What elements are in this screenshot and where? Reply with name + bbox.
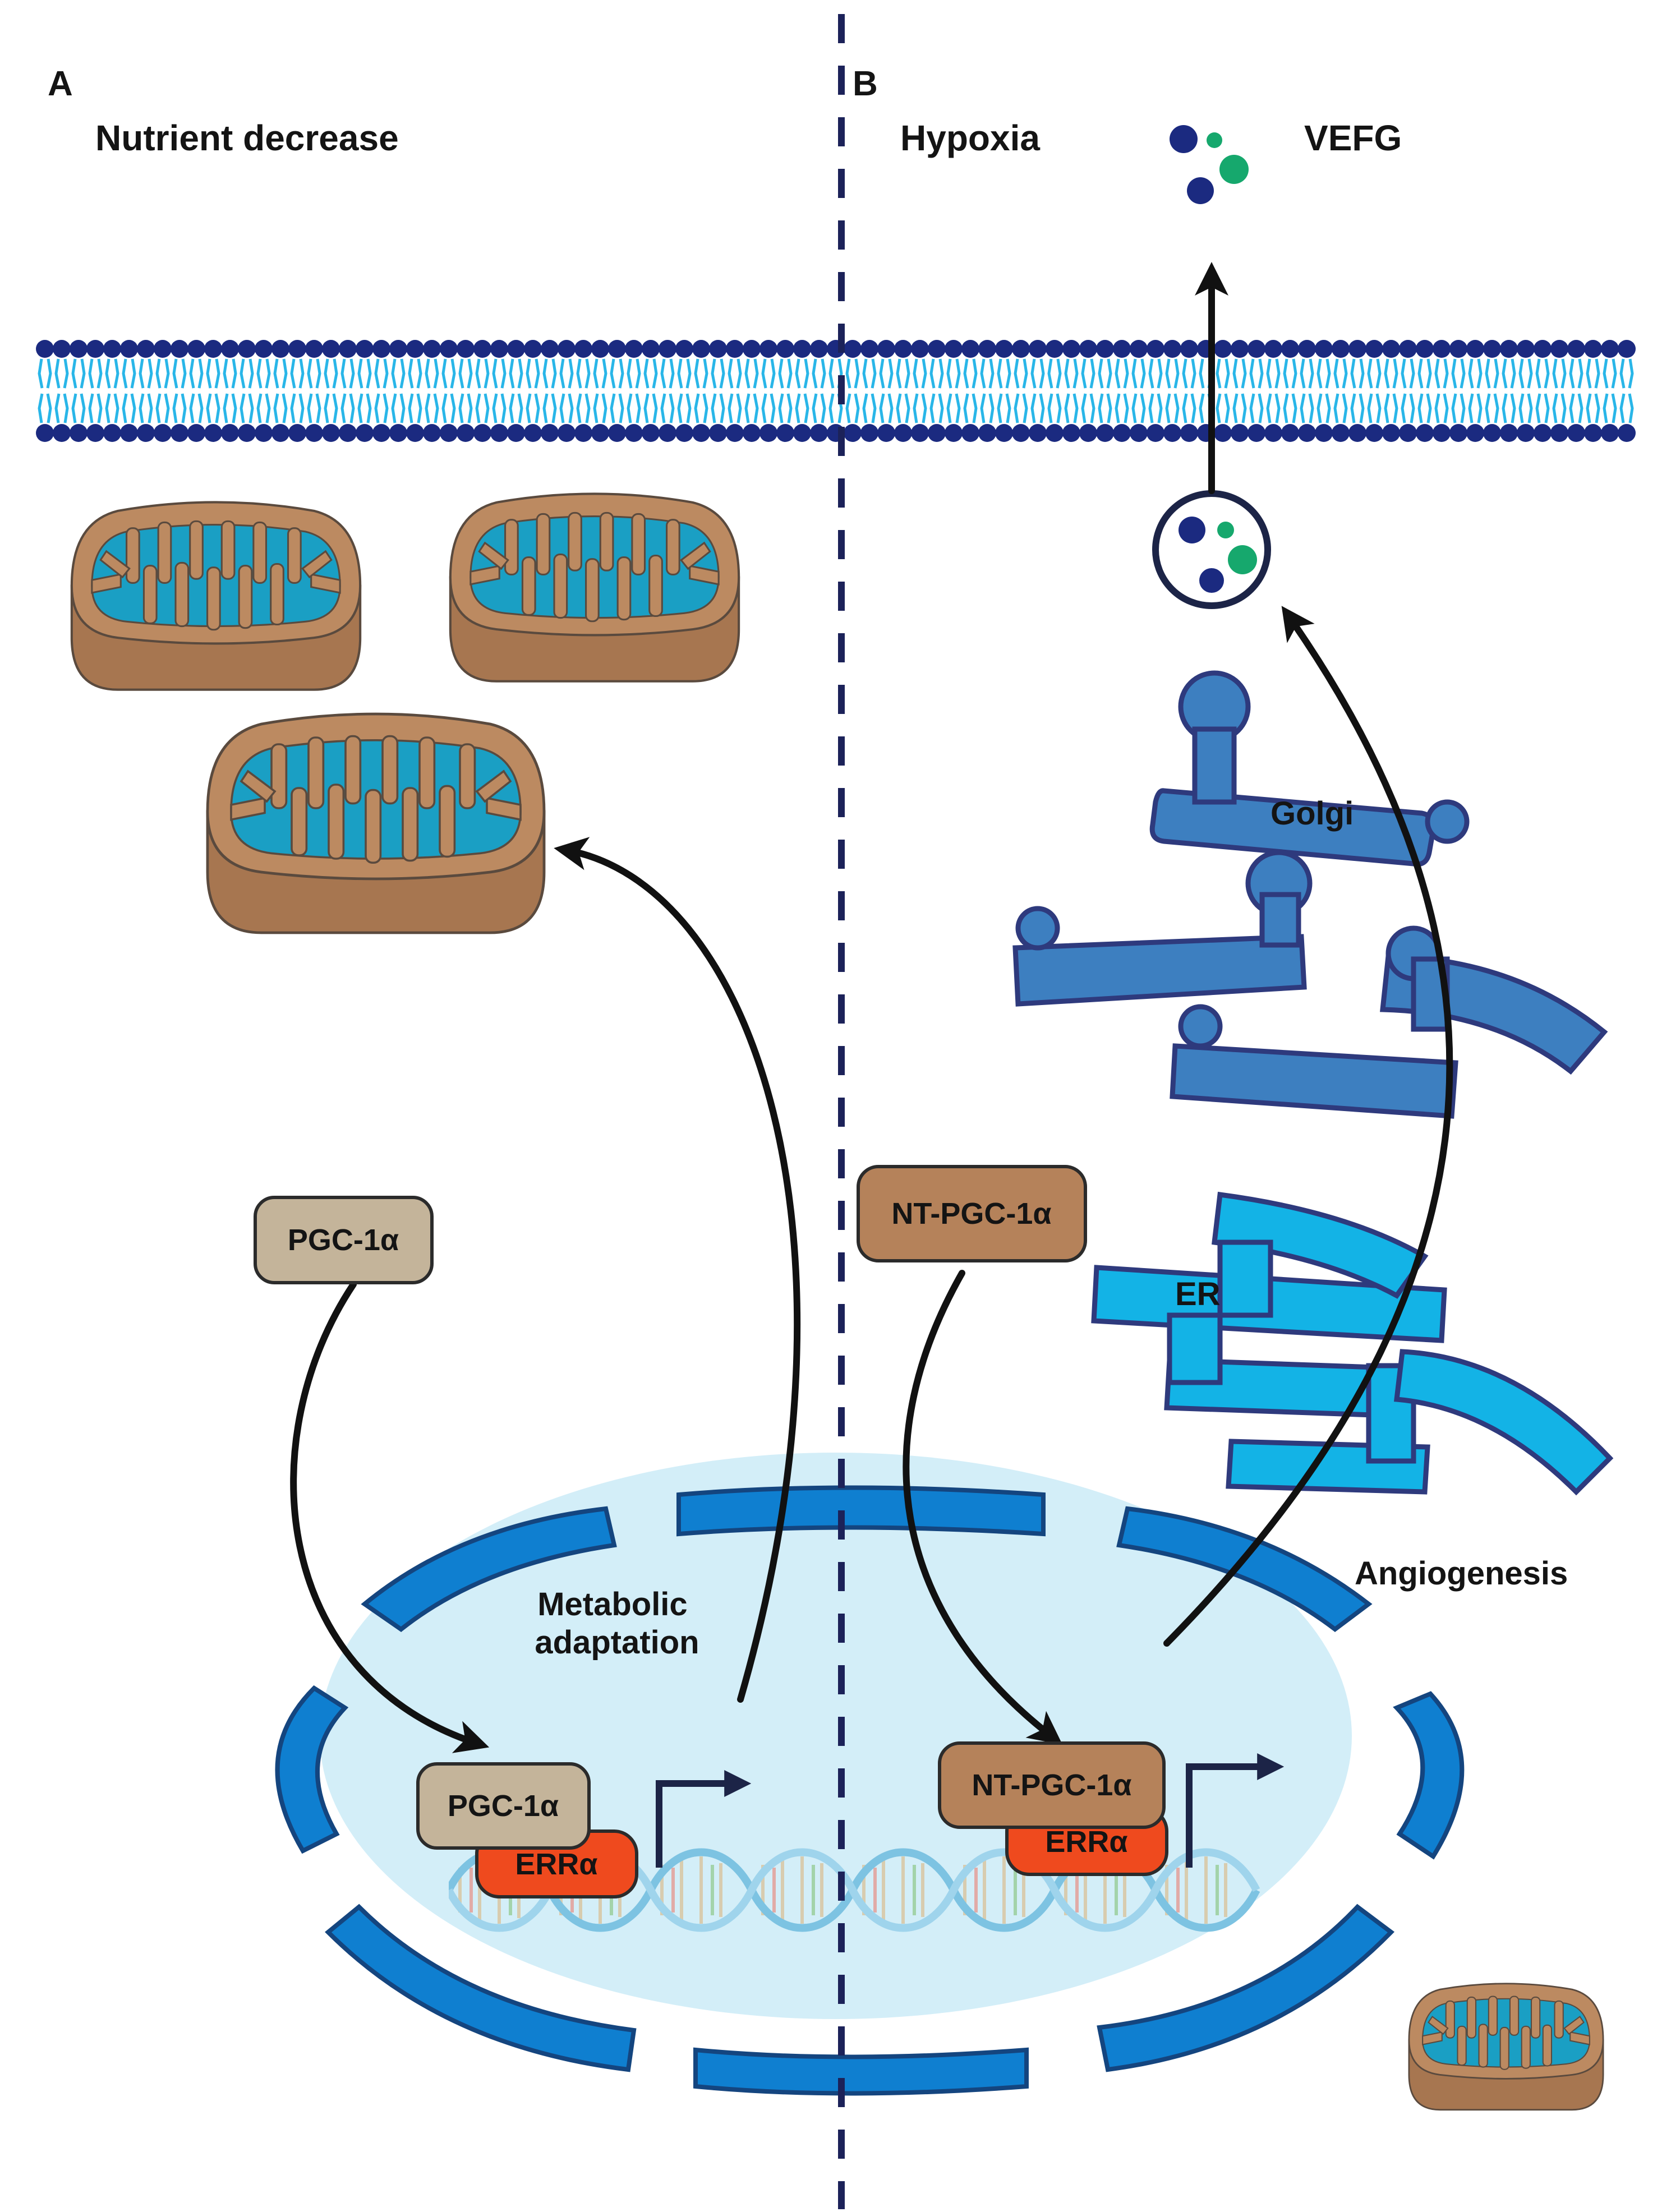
erra-label-a: ERRα [515,1847,597,1881]
metabolic-adaptation-arrow [554,837,801,1703]
panel-b-condition: Hypoxia [900,118,1040,158]
panel-a-letter: A [48,64,73,103]
golgi-label: Golgi [1270,795,1354,832]
lipid-heads [36,340,1636,442]
endoplasmic-reticulum [1091,1191,1614,1496]
erra-label-b: ERRα [1045,1825,1127,1859]
pgc1a-nucleus-label: PGC-1α [448,1789,559,1823]
pgc1a-nucleus-box: PGC-1α [416,1762,591,1850]
pgc1a-cytoplasm-label: PGC-1α [288,1223,399,1257]
transcription-start-arrow-icon [656,1770,752,1868]
pgc1a-cytoplasm-box: PGC-1α [254,1196,434,1284]
nt-pgc1a-nucleus-box: NT-PGC-1α [938,1741,1166,1829]
mitochondrion-icon [450,494,739,681]
golgi-apparatus [1012,670,1608,1119]
lipid-tails [38,358,1634,423]
mitochondrion-icon [208,714,544,933]
nt-pgc1a-translocation-arrow [903,1270,1063,1745]
pgc1a-translocation-arrow [290,1281,490,1753]
mitochondrion-icon [72,502,360,689]
nt-pgc1a-cytoplasm-box: NT-PGC-1α [857,1165,1087,1262]
nuclear-envelope [275,1485,1465,2096]
nt-pgc1a-cytoplasm-label: NT-PGC-1α [891,1197,1051,1231]
vegf-label: VEFG [1304,118,1402,158]
lipid-bilayer [36,340,1636,442]
panel-a-condition: Nutrient decrease [95,118,399,158]
panel-b-letter: B [853,64,878,103]
metabolic-adaptation-label: Metabolic adaptation [535,1586,699,1661]
nt-pgc1a-nucleus-label: NT-PGC-1α [972,1768,1131,1802]
vegf-vesicle [1152,490,1271,609]
transcription-start-arrow-icon [1186,1753,1285,1868]
mitochondrion-icon [1408,1983,1604,2111]
er-label: ER [1175,1276,1221,1312]
angiogenesis-label: Angiogenesis [1355,1555,1568,1592]
angiogenesis-arrow [1163,606,1453,1647]
vegf-molecules [1170,125,1249,204]
